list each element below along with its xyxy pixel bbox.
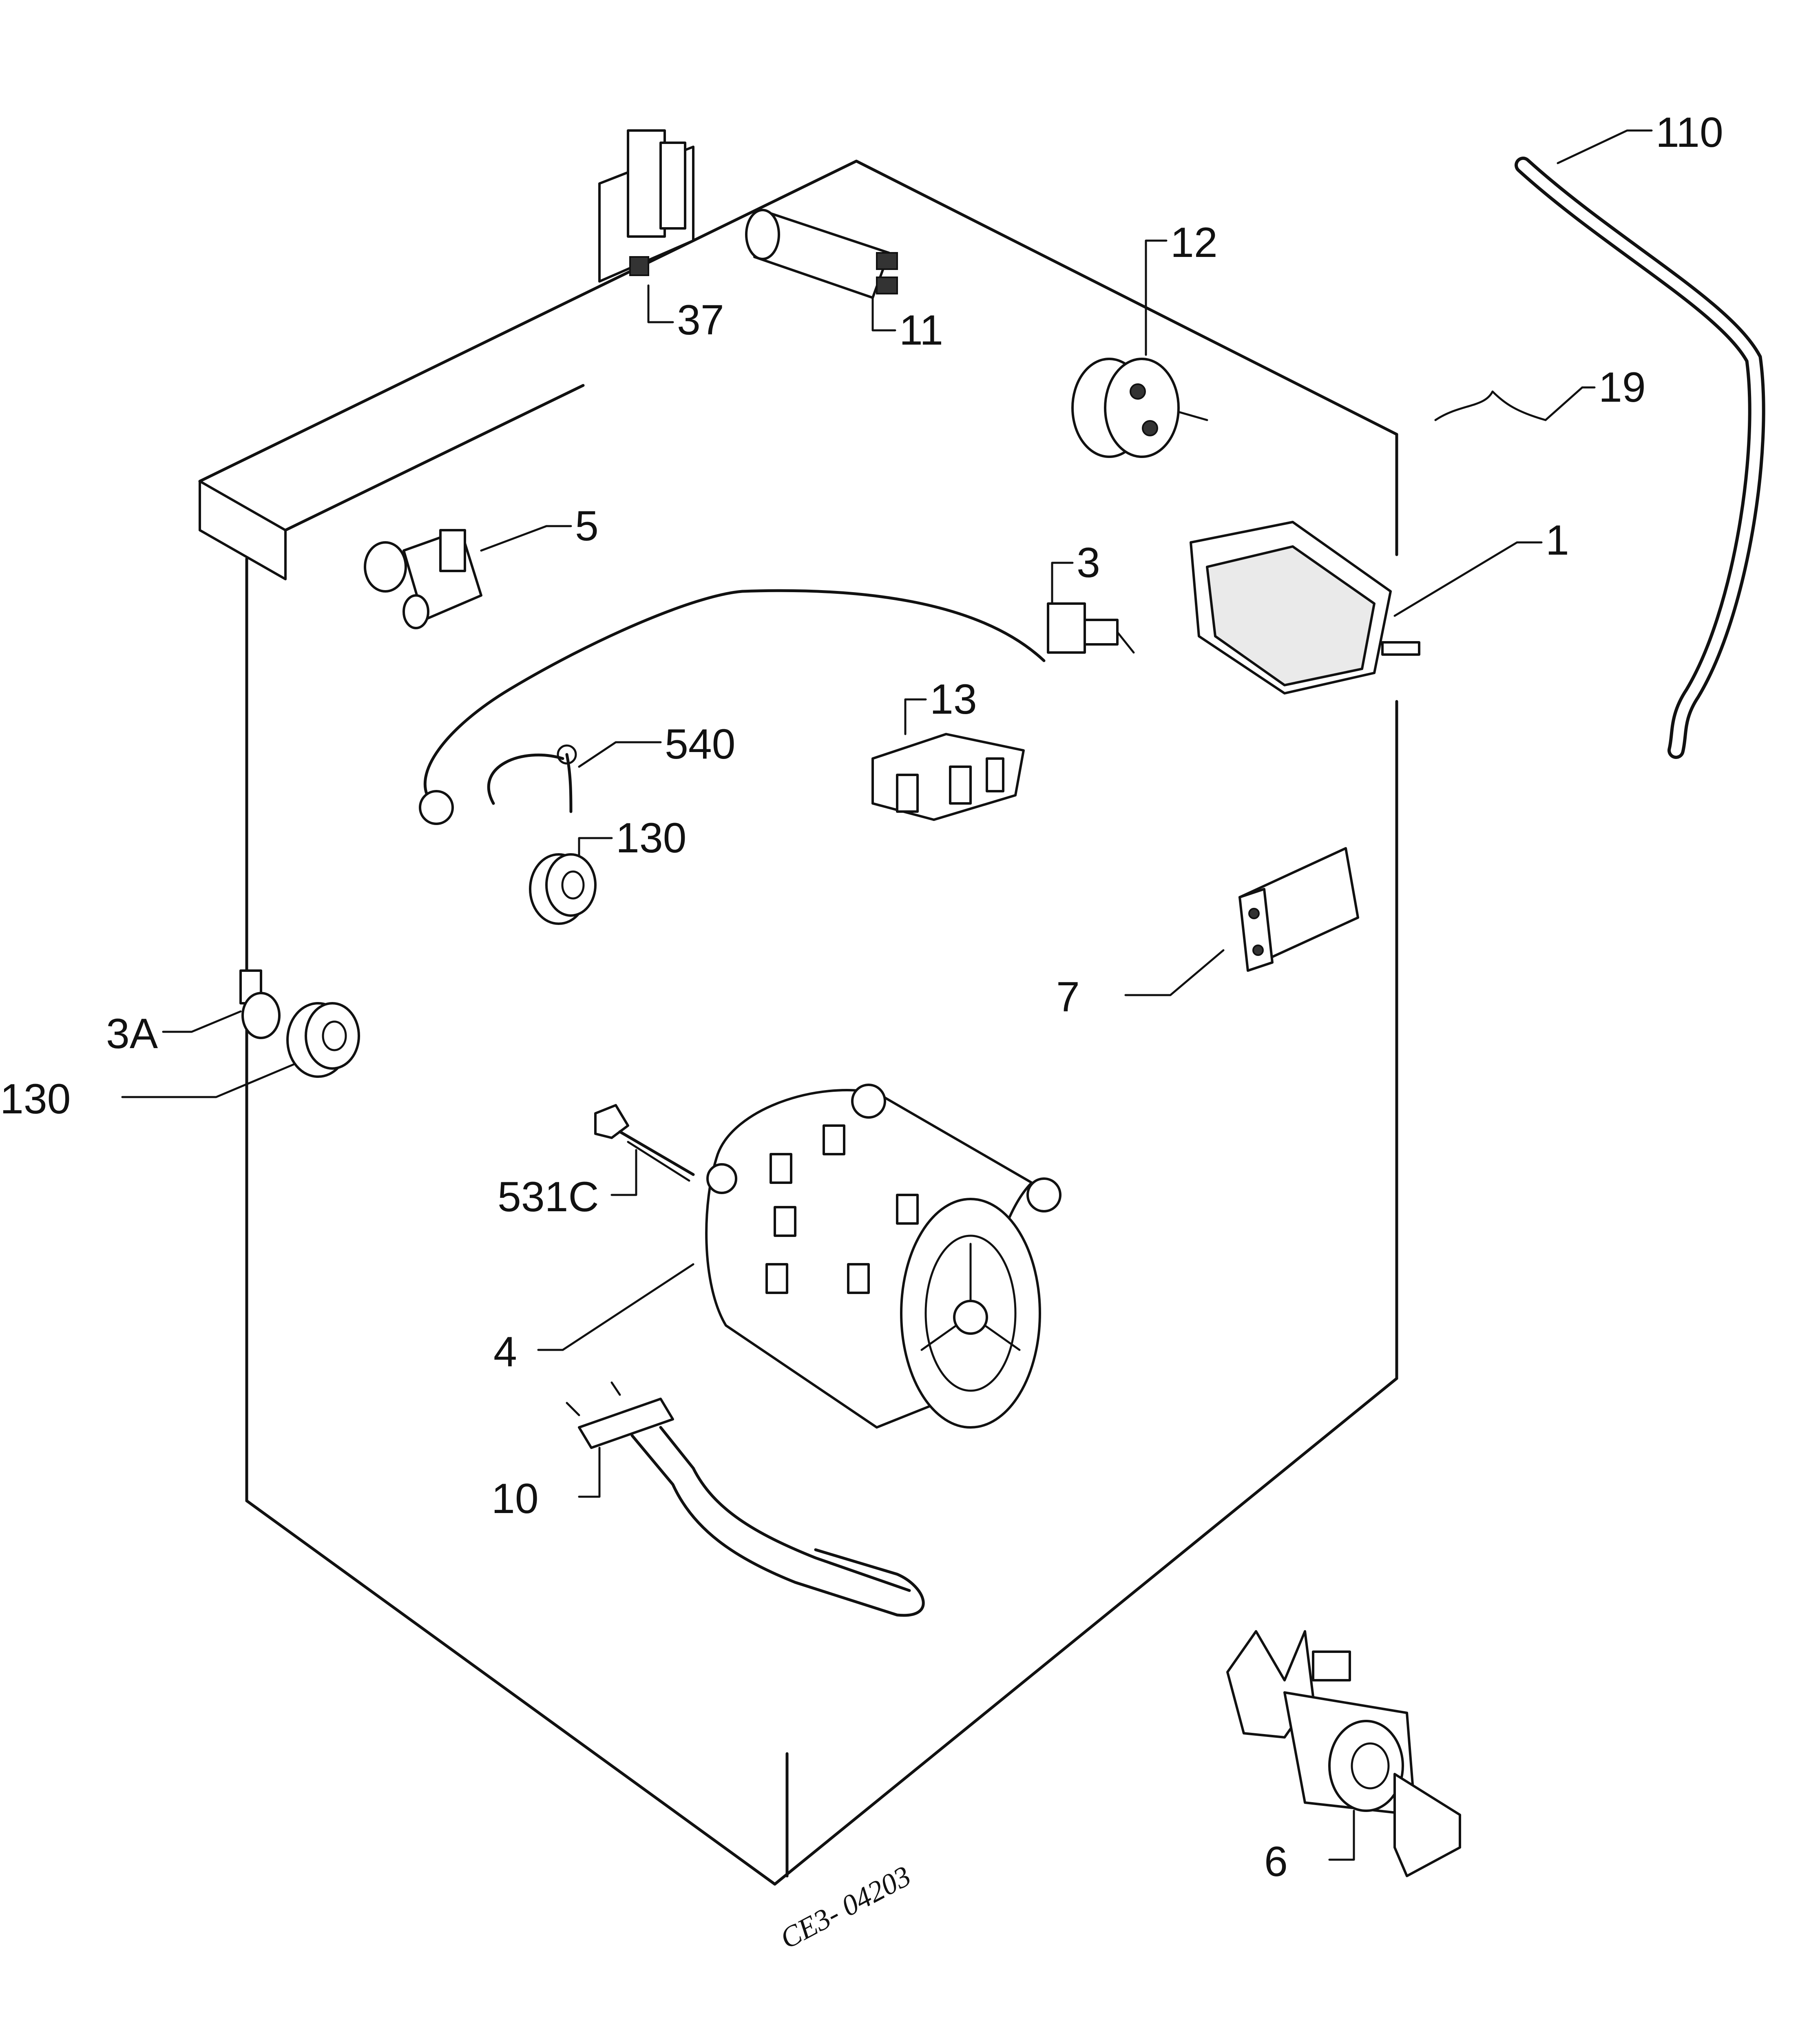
clamp-part-540 [487,741,662,813]
callout-10: 10 [491,1475,539,1522]
callout-110: 110 [1656,109,1723,156]
callout-19: 19 [1599,364,1646,411]
timer-part-1 [1190,521,1543,695]
motor-part-4 [537,1084,1061,1429]
valve-part-5 [364,525,572,629]
callout-6: 6 [1264,1838,1288,1885]
drawing-code: CE3- 04203 [775,1859,916,1955]
callout-37: 37 [677,296,724,344]
door-interlock-part-7 [1124,847,1359,996]
drain-pump-part-6 [1226,1630,1461,1877]
grommet-part-130-lower [121,1002,360,1098]
clip-part-19 [1434,386,1596,421]
sensor-part-3a [162,969,281,1039]
switch-block-part-13 [871,698,1025,821]
callout-7: 7 [1056,973,1080,1021]
callout-11: 11 [899,307,943,354]
callout-13: 13 [930,676,977,723]
capacitor-part-11 [745,209,898,332]
callout-12: 12 [1170,219,1218,266]
heater-part-10 [566,1381,925,1617]
callout-540: 540 [665,721,736,768]
switch-bracket-part-37 [598,129,694,323]
callout-531c: 531C [498,1173,599,1221]
callout-labels: 110 12 37 11 19 5 1 3 13 540 130 7 3A 13… [0,109,1723,1885]
pressure-switch-part-12 [1071,239,1208,458]
cabinet-outline [198,159,1398,1886]
grommet-part-130-upper [529,837,613,925]
callout-4: 4 [493,1328,517,1376]
thermostat-part-3 [419,562,1135,825]
hose-part-110 [1515,129,1765,759]
callout-130-upper: 130 [616,814,687,862]
callout-1: 1 [1546,517,1569,564]
callout-3a: 3A [106,1010,158,1057]
callout-130-lower: 130 [0,1075,71,1123]
callout-3: 3 [1077,539,1100,586]
callout-5: 5 [575,502,599,550]
screw-part-531c [594,1104,695,1196]
